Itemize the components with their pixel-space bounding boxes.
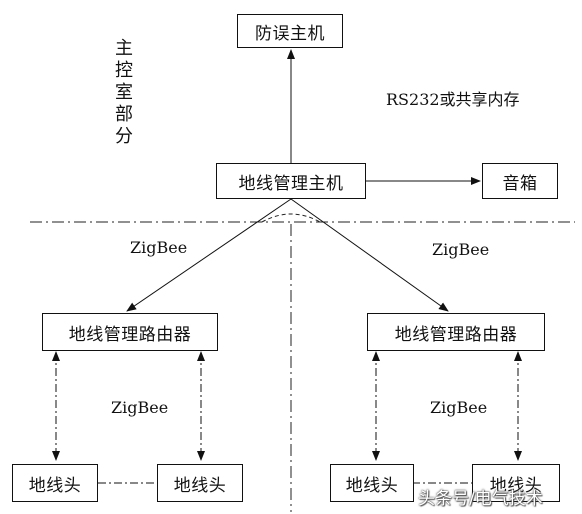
interlock-host-box: 防误主机 (237, 14, 343, 48)
zigbee-label-right-upper: ZigBee (432, 240, 490, 259)
zigbee-label-left-lower: ZigBee (111, 398, 169, 417)
zigbee-label-right-lower: ZigBee (430, 398, 488, 417)
ground-management-host-box: 地线管理主机 (216, 163, 366, 199)
left-router-box: 地线管理路由器 (42, 313, 218, 351)
ground-head-box-3: 地线头 (330, 464, 414, 502)
rs232-link-label: RS232或共享内存 (386, 90, 520, 109)
arrow-to-left-router (126, 198, 292, 312)
right-router-box: 地线管理路由器 (367, 313, 545, 351)
divider-arc (261, 213, 321, 223)
watermark-text: 头条号/电气技术 (418, 489, 543, 509)
speaker-box: 音箱 (482, 163, 558, 199)
ground-head-box-1: 地线头 (12, 464, 98, 502)
zigbee-label-left-upper: ZigBee (130, 238, 188, 257)
ground-head-box-2: 地线头 (157, 464, 243, 502)
arrow-to-right-router (290, 198, 449, 312)
ground-head-box-4: 地线头 (472, 464, 560, 502)
control-room-section-label: 主控室部分 (115, 38, 133, 147)
